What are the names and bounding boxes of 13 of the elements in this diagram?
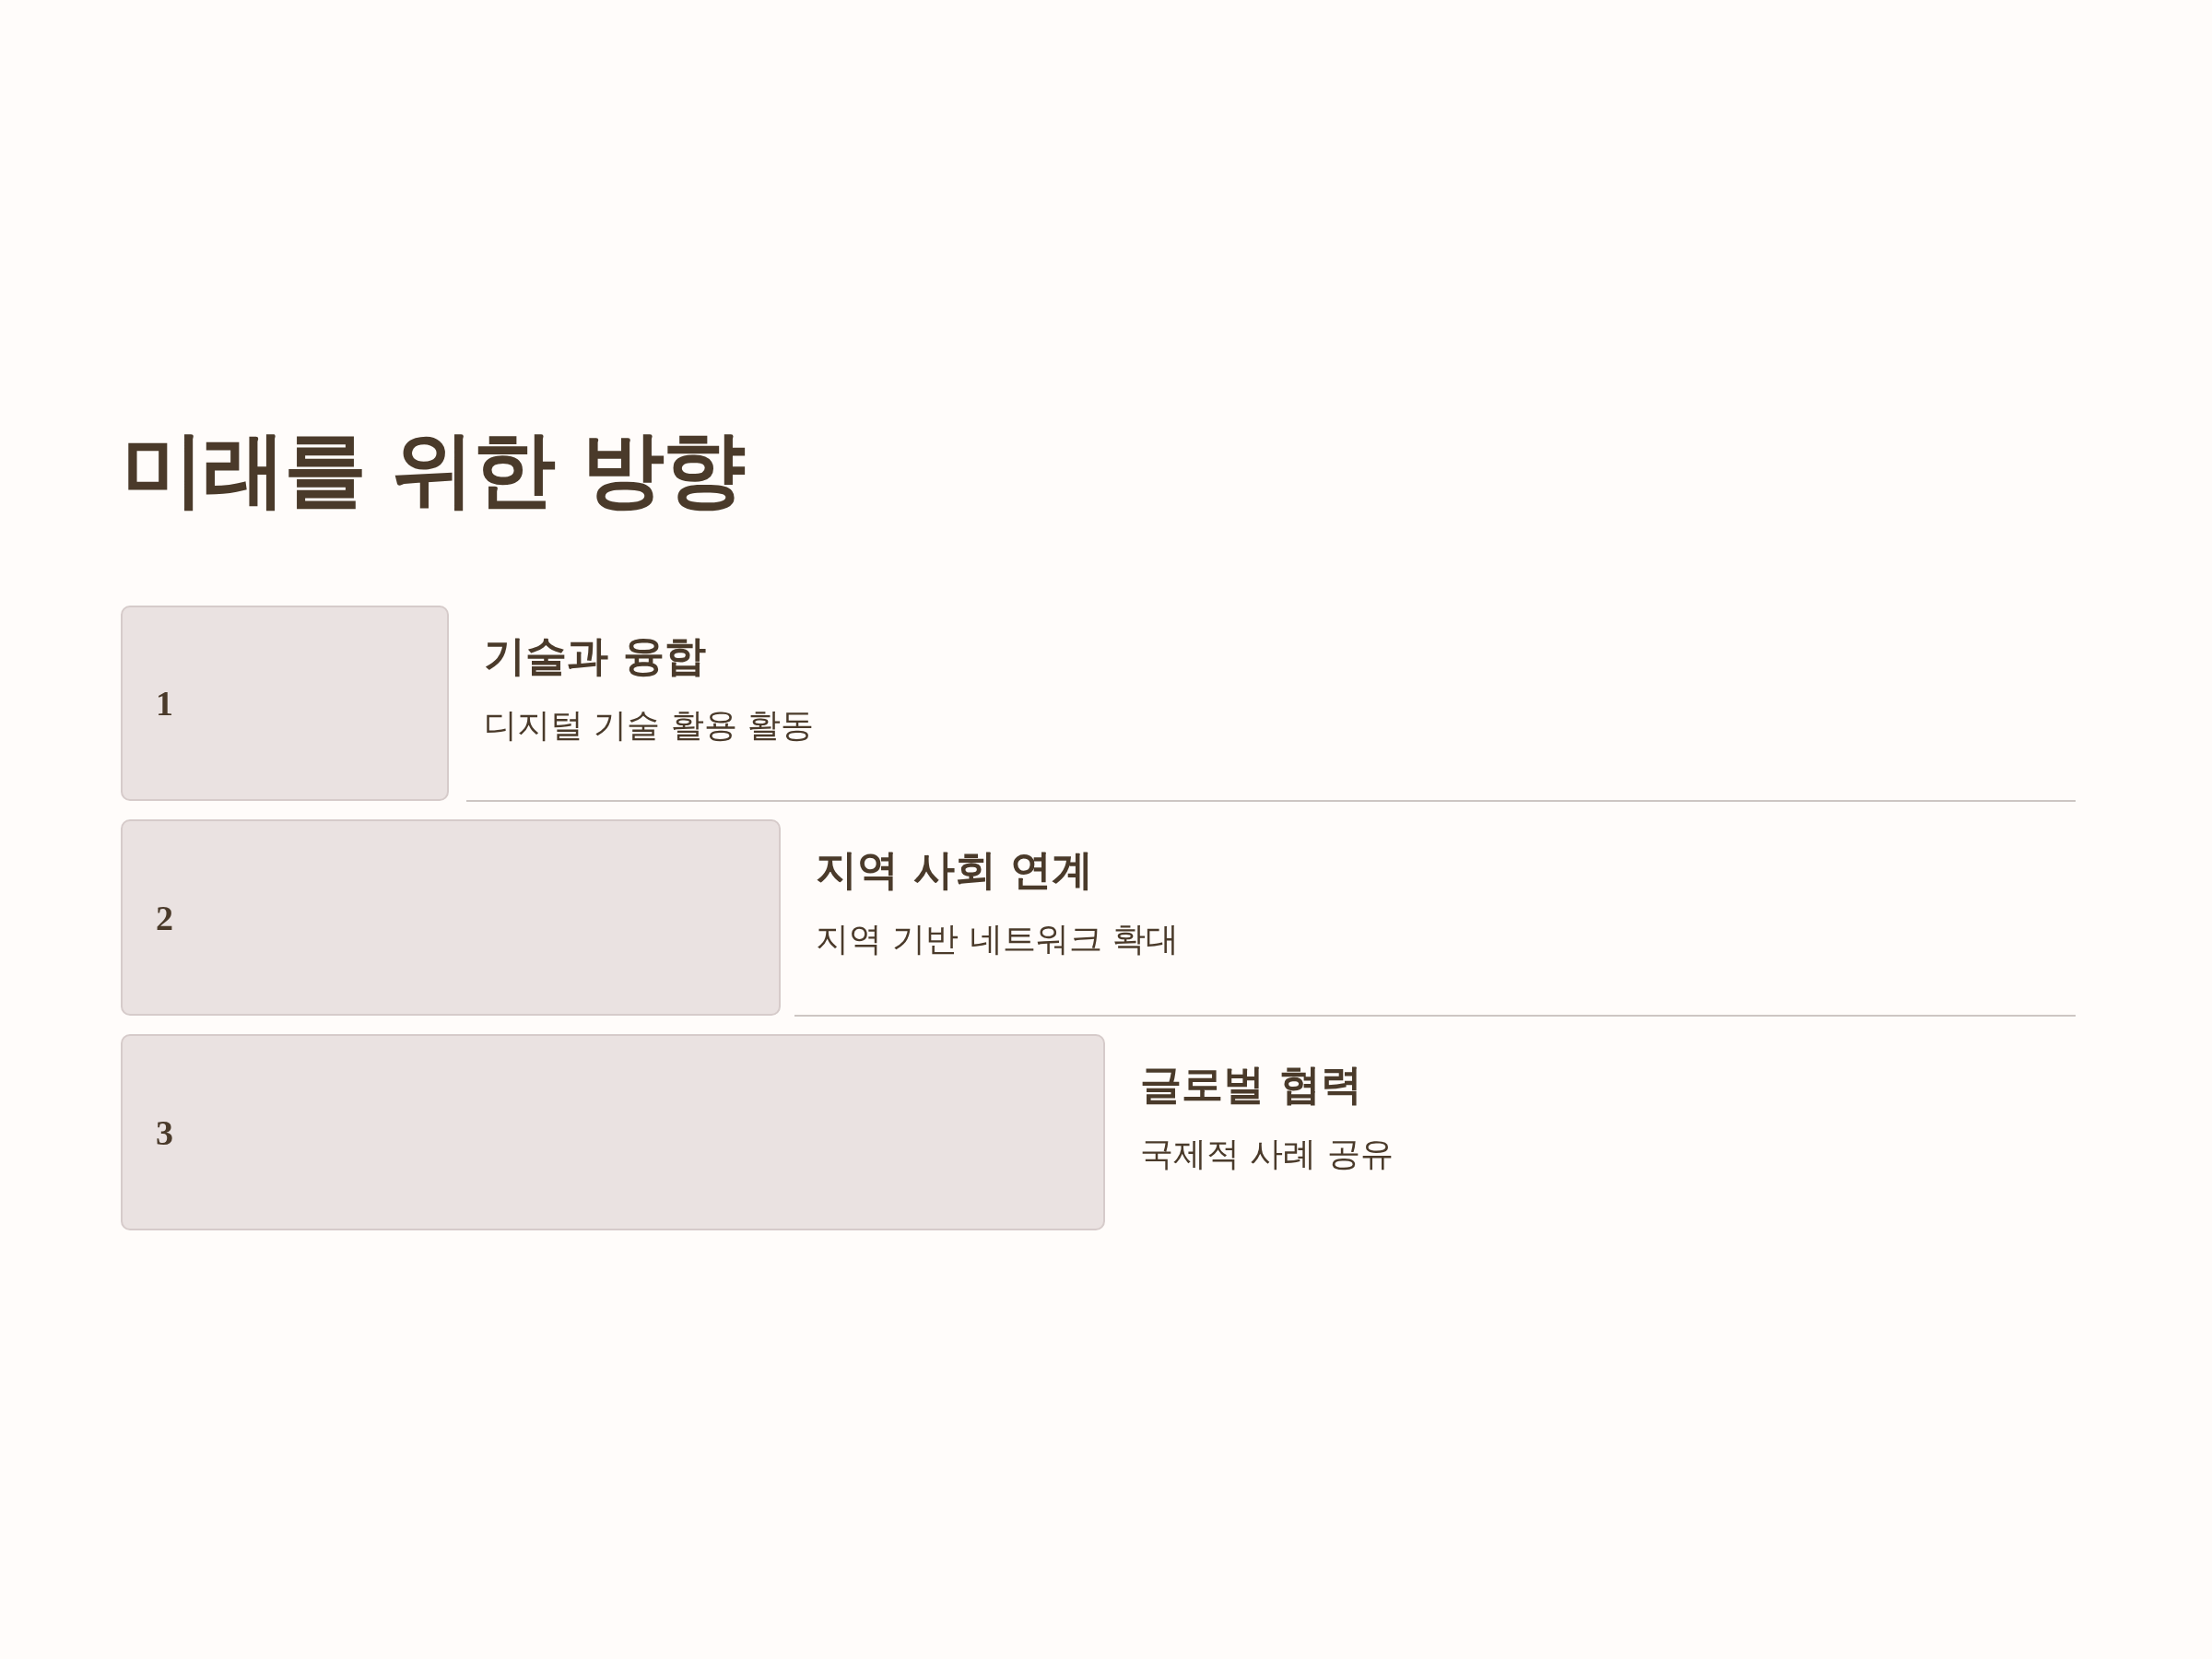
step-box — [121, 819, 781, 1016]
step-number: 1 — [156, 686, 173, 721]
step-description: 국제적 사례 공유 — [1140, 1134, 1394, 1174]
page-title: 미래를 위한 방향 — [122, 419, 744, 519]
step-box — [121, 606, 449, 801]
step-number: 3 — [156, 1114, 173, 1150]
step-description: 지역 기반 네트워크 확대 — [816, 919, 1180, 959]
step-description: 디지털 기술 활용 활동 — [484, 705, 815, 746]
step-number: 2 — [156, 900, 173, 935]
step-heading: 지역 사회 연계 — [816, 845, 1094, 895]
step-heading: 기술과 융합 — [484, 631, 706, 681]
step-box — [121, 1034, 1105, 1230]
step-heading: 글로벌 협력 — [1140, 1060, 1362, 1110]
